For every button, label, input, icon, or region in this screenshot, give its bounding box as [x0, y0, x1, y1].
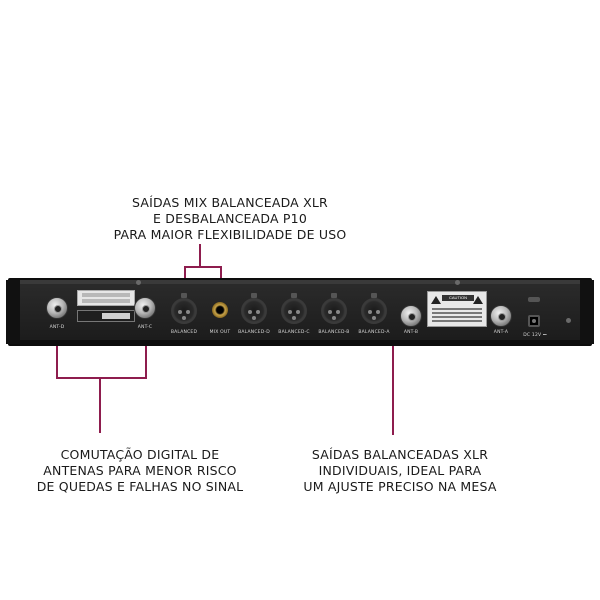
callout-line-text: INDIVIDUAIS, IDEAL PARA	[318, 463, 482, 478]
xlr-mix-balanced-output[interactable]	[171, 298, 197, 324]
callout-line-text: COMUTAÇÃO DIGITAL DE	[60, 447, 220, 462]
port-label-ant-d: ANT-D	[49, 325, 65, 330]
warning-icon	[431, 296, 441, 304]
screw-icon	[566, 318, 571, 323]
caution-label-plate: CAUTION	[427, 291, 487, 327]
callout-line-text: SAÍDAS BALANCEADAS XLR	[311, 447, 489, 462]
screw-icon	[136, 280, 141, 285]
polarity-icon	[528, 297, 540, 302]
xlr-latch-icon	[371, 293, 377, 298]
port-label-dc: DC 12V ⎓	[523, 333, 547, 338]
callout-connector	[56, 377, 147, 379]
screw-icon	[455, 280, 460, 285]
xlr-latch-icon	[331, 293, 337, 298]
port-label-ant-c: ANT-C	[137, 325, 153, 330]
antenna-d-connector[interactable]	[46, 297, 68, 319]
callout-line-text: ANTENAS PARA MENOR RISCO	[43, 463, 237, 478]
callout-balanced-outputs: SAÍDAS BALANCEADAS XLR INDIVIDUAIS, IDEA…	[300, 447, 500, 495]
xlr-balanced-c-output[interactable]	[281, 298, 307, 324]
xlr-balanced-d-output[interactable]	[241, 298, 267, 324]
xlr-balanced-a-output[interactable]	[361, 298, 387, 324]
callout-line-text: E DESBALANCEADA P10	[153, 211, 307, 226]
serial-number-box	[77, 310, 135, 322]
callout-connector	[184, 266, 186, 286]
callout-connector	[145, 333, 147, 379]
warning-icon	[473, 296, 483, 304]
port-label-mix-out: MIX OUT	[209, 330, 231, 335]
callout-connector	[199, 244, 201, 268]
callout-line-text: DE QUEDAS E FALHAS NO SINAL	[36, 479, 244, 494]
dc-power-socket[interactable]	[528, 315, 540, 327]
port-label-balanced-b: BALANCED-B	[318, 330, 350, 335]
port-label-balanced-a: BALANCED-A	[358, 330, 390, 335]
serial-plate	[77, 290, 135, 306]
rack-ear-left	[6, 280, 20, 344]
panel-edge	[10, 280, 590, 284]
callout-connector	[184, 266, 222, 268]
caution-title: CAUTION	[442, 295, 474, 301]
xlr-balanced-b-output[interactable]	[321, 298, 347, 324]
xlr-latch-icon	[251, 293, 257, 298]
port-label-balanced-d: BALANCED-D	[238, 330, 270, 335]
callout-line-text: SAÍDAS MIX BALANCEADA XLR	[132, 195, 328, 210]
antenna-a-connector[interactable]	[490, 305, 512, 327]
rack-ear-right	[580, 280, 594, 344]
port-label-balanced: BALANCED	[170, 330, 198, 335]
mix-out-jack[interactable]	[212, 302, 228, 318]
port-label-balanced-c: BALANCED-C	[278, 330, 310, 335]
callout-line-text: UM AJUSTE PRECISO NA MESA	[303, 479, 497, 494]
antenna-c-connector[interactable]	[134, 297, 156, 319]
callout-line-text: PARA MAIOR FLEXIBILIDADE DE USO	[113, 227, 347, 242]
xlr-latch-icon	[291, 293, 297, 298]
callout-connector	[392, 318, 394, 435]
callout-connector	[220, 266, 222, 286]
xlr-latch-icon	[181, 293, 187, 298]
callout-antenna-switching: COMUTAÇÃO DIGITAL DE ANTENAS PARA MENOR …	[20, 447, 260, 495]
port-label-ant-b: ANT-B	[403, 330, 419, 335]
callout-mix-outputs: SAÍDAS MIX BALANCEADA XLR E DESBALANCEAD…	[80, 195, 380, 243]
antenna-b-connector[interactable]	[400, 305, 422, 327]
callout-connector	[56, 333, 58, 379]
port-label-ant-a: ANT-A	[493, 330, 509, 335]
callout-connector	[99, 377, 101, 433]
